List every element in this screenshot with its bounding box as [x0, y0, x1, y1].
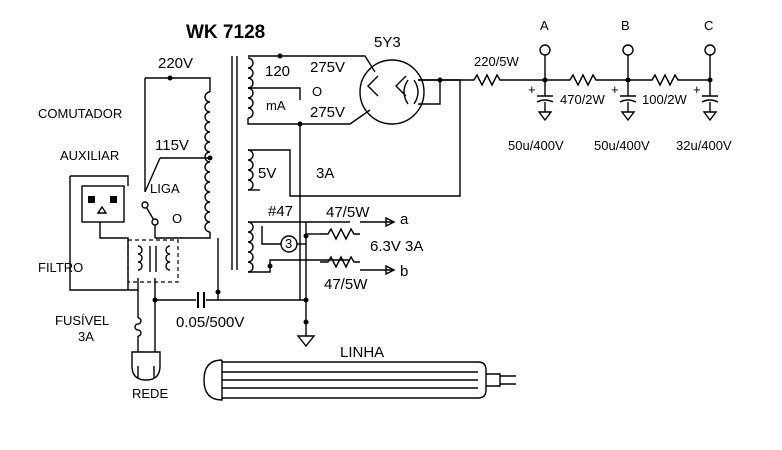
- wire-6v3-bottom: [248, 259, 350, 273]
- switch-contact: [151, 218, 159, 226]
- wire-lamp-left: [261, 226, 281, 245]
- label-auxiliar: AUXILIAR: [60, 148, 119, 163]
- label-c1: 50u/400V: [508, 138, 564, 153]
- fuse: [134, 317, 142, 337]
- wire-hv-center: [248, 87, 301, 100]
- filter-box: [127, 239, 179, 283]
- switch-comutador: [144, 157, 161, 193]
- wire-hv-anode2: [280, 109, 371, 125]
- resistor-b: [320, 255, 360, 269]
- tube-name: 5Y3: [374, 34, 401, 51]
- wire-aux-top: [70, 175, 129, 186]
- filter-capacitor-2: +: [611, 80, 637, 122]
- junction: [167, 75, 173, 81]
- resistor-a: [320, 227, 360, 241]
- transformer-core: [231, 56, 238, 270]
- tube-anodes: [367, 75, 407, 97]
- coil-5v: [247, 149, 254, 191]
- tube-filament: [403, 79, 419, 105]
- label-filtro: FILTRO: [38, 260, 83, 275]
- label-out-a: a: [400, 211, 409, 228]
- label-comutador: COMUTADOR: [38, 106, 122, 121]
- label-r-a: 47/5W: [326, 204, 370, 221]
- mains-plug: [131, 351, 161, 381]
- label-r-470: 470/2W: [560, 92, 606, 107]
- arrow-b: [385, 264, 396, 276]
- label-term-b: B: [621, 18, 630, 33]
- label-sec-47: #47: [268, 203, 293, 220]
- coil-6v3: [247, 221, 254, 273]
- label-r-100: 100/2W: [642, 92, 688, 107]
- label-term-a: A: [540, 18, 549, 33]
- resistor-470: [545, 73, 628, 87]
- label-liga: LIGA: [150, 181, 180, 196]
- filter-capacitor-1: +: [528, 80, 554, 122]
- label-fusivel-rating: 3A: [78, 329, 94, 344]
- label-c3: 32u/400V: [676, 138, 732, 153]
- filter-coil-left: [137, 245, 143, 271]
- wire-primary-zero: [155, 232, 211, 239]
- svg-text:+: +: [693, 82, 701, 97]
- wire-220v-tap: [145, 77, 211, 92]
- outlet-ground: [96, 205, 108, 214]
- title: WK 7128: [186, 22, 265, 43]
- filter-capacitor: [149, 246, 157, 272]
- wire-aux-left: [69, 176, 138, 291]
- label-linha: LINHA: [340, 344, 384, 361]
- lamp-number: 3: [285, 236, 292, 251]
- plug-prongs: [137, 366, 155, 378]
- filter-capacitor-3: +: [693, 80, 719, 122]
- label-sec-o: O: [312, 84, 322, 99]
- junction: [152, 297, 158, 303]
- label-6v3: 6.3V 3A: [370, 238, 423, 255]
- svg-text:+: +: [611, 82, 619, 97]
- label-zero-primary: O: [172, 211, 182, 226]
- primary-coil: [204, 91, 211, 233]
- ground-symbol: [296, 335, 316, 348]
- label-sec-5v: 5V: [258, 165, 276, 182]
- outlet-pin: [110, 196, 117, 203]
- auxiliary-outlet: [81, 185, 125, 223]
- label-rede: REDE: [132, 386, 168, 401]
- label-r-220: 220/5W: [474, 54, 520, 69]
- terminal-c: [704, 44, 716, 56]
- label-term-c: C: [704, 18, 713, 33]
- wire-aux-bottom: [99, 222, 129, 290]
- label-c2: 50u/400V: [594, 138, 650, 153]
- label-fusivel: FUSÍVEL: [55, 313, 109, 328]
- svg-text:+: +: [528, 82, 536, 97]
- label-115v: 115V: [155, 137, 189, 154]
- junction: [215, 289, 221, 295]
- label-220v: 220V: [158, 55, 193, 72]
- line-capacitor: [197, 292, 205, 308]
- label-sec-3a: 3A: [316, 165, 334, 182]
- label-sec-275-bot: 275V: [310, 104, 345, 121]
- junction: [207, 155, 213, 161]
- filter-coil-right: [165, 245, 171, 271]
- label-sec-120: 120: [265, 63, 290, 80]
- outlet-pin: [88, 196, 95, 203]
- wire-filament-return: [418, 80, 441, 105]
- label-sec-275-top: 275V: [310, 59, 345, 76]
- terminal-b: [622, 44, 634, 56]
- switch-contact: [141, 201, 149, 209]
- arrow-a: [385, 216, 396, 228]
- terminal-a: [539, 44, 551, 56]
- label-cap-line: 0.05/500V: [176, 314, 244, 331]
- line-cord: [203, 359, 516, 401]
- wire-hv-bottom: [247, 118, 280, 125]
- label-r-b: 47/5W: [324, 276, 368, 293]
- label-out-b: b: [400, 263, 408, 280]
- junction: [267, 263, 273, 269]
- resistor-100: [628, 73, 710, 87]
- resistor-220: [460, 73, 545, 87]
- rectifier-tube: [359, 59, 425, 125]
- label-sec-ma: mA: [266, 98, 286, 113]
